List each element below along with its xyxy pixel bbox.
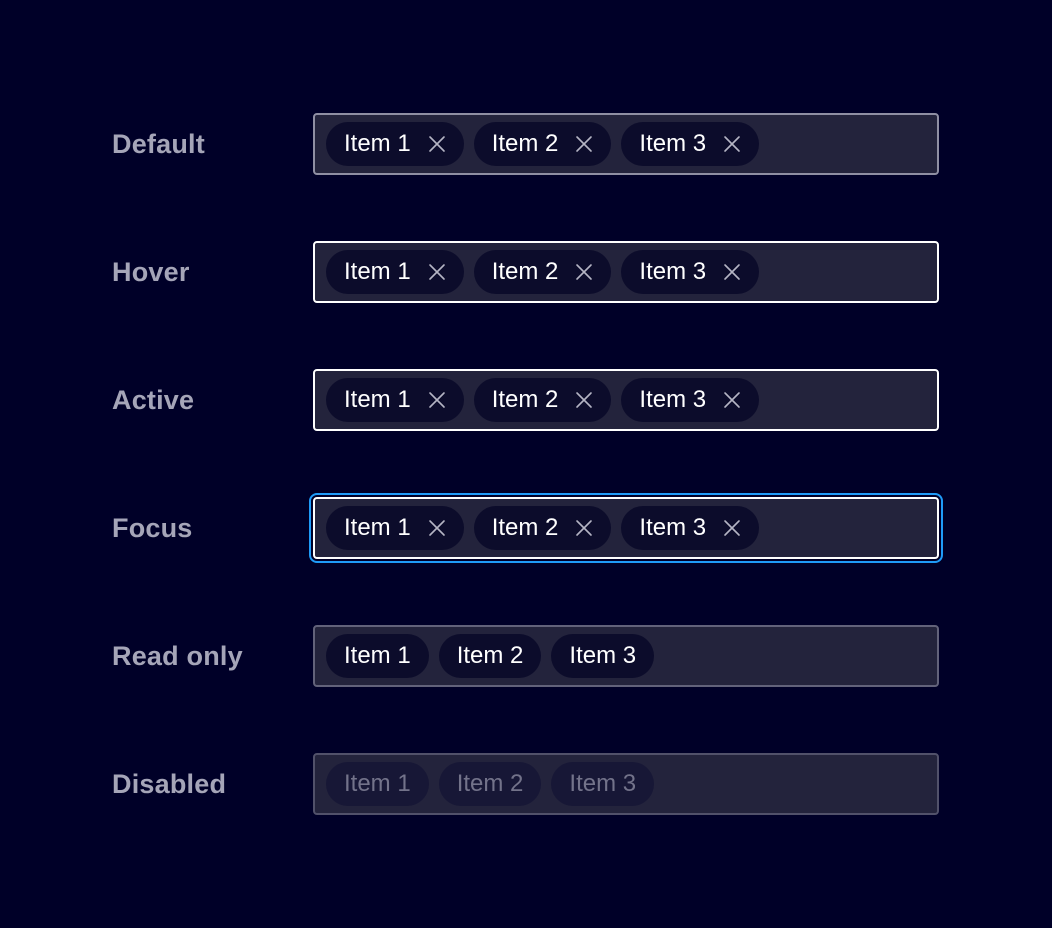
chip-label: Item 3 [639,386,707,413]
close-icon [428,264,445,280]
chip-remove-button[interactable] [719,387,745,413]
chip-label: Item 3 [639,514,707,541]
chip-label: Item 1 [344,258,411,285]
state-row-readonly: Read only Item 1 Item 2 Item 3 [0,592,1052,720]
chip-label: Item 3 [639,258,707,285]
state-label-disabled: Disabled [112,768,227,799]
chip-remove-button[interactable] [571,387,597,413]
close-icon [724,392,740,408]
close-icon [576,136,593,152]
chip-input-field-default[interactable]: Item 1 Item 2 Item 3 [313,113,939,175]
close-icon [724,136,740,152]
chip-remove-button[interactable] [719,515,745,541]
state-row-hover: Hover Item 1 Item 2 Item 3 [0,208,1052,336]
chip-input-field-focus[interactable]: Item 1 Item 2 Item 3 [309,493,943,563]
close-icon [428,392,445,408]
chip: Item 3 [621,250,760,294]
chip: Item 2 [473,506,612,550]
chip-remove-button[interactable] [424,131,450,157]
chip: Item 2 [438,634,542,678]
chip: Item 3 [621,122,760,166]
chip-input-field-disabled: Item 1 Item 2 Item 3 [313,753,939,815]
chip: Item 2 [438,762,542,806]
chip-label: Item 2 [491,386,559,413]
state-row-default: Default Item 1 Item 2 Item 3 [0,80,1052,208]
chip-label: Item 2 [491,514,559,541]
chip: Item 3 [551,634,655,678]
close-icon [428,136,445,152]
chip-label: Item 1 [344,130,411,157]
close-icon [428,520,445,536]
close-icon [576,264,593,280]
chip-label: Item 3 [569,770,637,797]
chip-label: Item 2 [456,642,524,669]
chip-remove-button[interactable] [719,131,745,157]
chip-label: Item 2 [456,770,524,797]
chip-label: Item 2 [491,130,559,157]
chip: Item 1 [326,378,464,422]
close-icon [576,392,593,408]
state-label-default: Default [112,128,205,159]
chip-remove-button[interactable] [571,131,597,157]
chip-label: Item 3 [569,642,637,669]
chip: Item 2 [473,250,612,294]
chip: Item 2 [473,378,612,422]
state-label-hover: Hover [112,256,190,287]
chip-input-field-active[interactable]: Item 1 Item 2 Item 3 [313,369,939,431]
chip-label: Item 1 [344,642,411,669]
chip-input-field-readonly[interactable]: Item 1 Item 2 Item 3 [313,625,939,687]
chip-remove-button[interactable] [719,259,745,285]
state-label-active: Active [112,384,195,415]
chip-label: Item 1 [344,770,411,797]
chip-label: Item 1 [344,514,411,541]
chip: Item 3 [551,762,655,806]
close-icon [576,520,593,536]
close-icon [724,264,740,280]
chip-label: Item 3 [639,130,707,157]
state-row-disabled: Disabled Item 1 Item 2 Item 3 [0,720,1052,848]
state-label-focus: Focus [112,512,193,543]
state-row-focus: Focus Item 1 Item 2 Item 3 [0,464,1052,592]
chip-label: Item 1 [344,386,411,413]
chip-remove-button[interactable] [424,259,450,285]
chip: Item 1 [326,634,429,678]
chip: Item 3 [621,378,760,422]
close-icon [724,520,740,536]
chip-remove-button[interactable] [424,515,450,541]
state-row-active: Active Item 1 Item 2 Item 3 [0,336,1052,464]
chip: Item 3 [621,506,760,550]
chip: Item 1 [326,250,464,294]
chip-remove-button[interactable] [571,515,597,541]
chip-remove-button[interactable] [424,387,450,413]
chip-label: Item 2 [491,258,559,285]
state-label-readonly: Read only [112,640,243,671]
chip: Item 1 [326,122,464,166]
chip-remove-button[interactable] [571,259,597,285]
chip: Item 1 [326,762,429,806]
chip: Item 2 [473,122,612,166]
chip: Item 1 [326,506,464,550]
chip-input-field-hover[interactable]: Item 1 Item 2 Item 3 [313,241,939,303]
